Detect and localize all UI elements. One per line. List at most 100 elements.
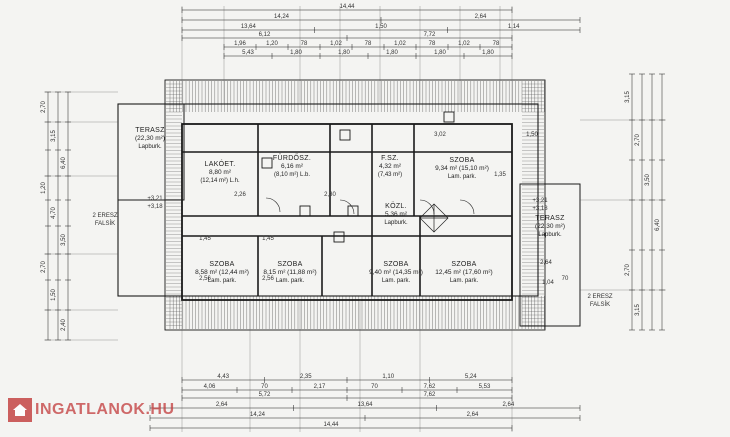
inner-dimension-9: 1,35 [494, 172, 506, 178]
dim-bottom-row1-label-2: 1,10 [382, 374, 394, 380]
dim-bottom-row1-label-1: 2,35 [300, 374, 312, 380]
wall-plane-label-right: FALSÍK [590, 301, 610, 308]
dim-bottom-row3-label-1: 7,62 [424, 392, 436, 398]
dim-bottom-row2-label-5: 5,53 [479, 384, 491, 390]
dim-left-label-1: 3,15 [51, 130, 57, 142]
dim-top-row5-label-8: 78 [493, 41, 500, 47]
room-name-szoba-3: SZOBA [383, 261, 408, 268]
room-name-terasz-right: TERASZ [535, 215, 565, 222]
room-area-furdo: 6,16 m² [281, 163, 304, 170]
column-square [339, 129, 351, 141]
dim-top-row3-label-0: 13,64 [241, 24, 257, 30]
inner-dimension-8: 1,50 [526, 132, 538, 138]
dim-bottom-row6-label-0: 14,44 [323, 422, 339, 428]
room-area-fsz: 4,32 m² [379, 163, 402, 170]
door-swing [339, 199, 355, 215]
room-name-szoba-2: SZOBA [277, 261, 302, 268]
room-floor-szoba-4: Lam. park. [450, 278, 479, 284]
inner-dimension-4: 2,56 [262, 276, 274, 282]
room-name-szoba-4: SZOBA [451, 261, 476, 268]
inner-dimension-5: 2,30 [324, 192, 336, 198]
dim-top-row5-label-2: 78 [301, 41, 308, 47]
inner-dimension-0: 1,45 [199, 236, 211, 242]
room-floor-terasz-left: Lapburk. [138, 144, 162, 150]
dim-bottom-row2-label-0: 4,06 [204, 384, 216, 390]
room-floor-kozl: Lapburk. [384, 220, 408, 226]
room-floor-lakoet: (12,14 m²) L.h. [200, 178, 240, 184]
level-mark-left-2: +3,18 [147, 204, 163, 210]
stair-skylight [419, 203, 449, 233]
room-floor-szoba-2: Lam. park. [276, 278, 305, 284]
dim-left-label-0: 2,70 [41, 101, 47, 113]
dim-bottom-row4-label-0: 2,64 [216, 402, 228, 408]
terrace-right-outline [519, 183, 581, 327]
column-square [347, 205, 359, 217]
inner-dimension-1: 2,26 [234, 192, 246, 198]
dim-right-label-3: 6,40 [655, 219, 661, 231]
room-floor-furdo: (8,10 m²) L.b. [274, 172, 310, 178]
dim-bottom-row2-label-2: 2,17 [314, 384, 326, 390]
level-mark-right-2: +3,18 [532, 206, 548, 212]
wall-plane-label-left: FALSÍK [95, 220, 115, 227]
column-square [333, 231, 345, 243]
dim-top-row6-label-0: 5,43 [242, 50, 254, 56]
eaves-label-left: 2 ERESZ [92, 213, 117, 219]
dim-bottom-row4-label-2: 2,64 [502, 402, 514, 408]
dim-right-label-4: 2,70 [625, 264, 631, 276]
dim-left-label-4: 4,70 [51, 207, 57, 219]
room-area-szoba-3: 9,40 m² (14,35 m²) [369, 269, 423, 276]
dim-left-label-7: 1,50 [51, 289, 57, 301]
dim-top-row4-label-0: 6,12 [259, 32, 271, 38]
dim-bottom-row3-label-0: 5,72 [259, 392, 271, 398]
dim-top-row4-label-1: 7,72 [424, 32, 436, 38]
dim-top-row6-label-1: 1,80 [290, 50, 302, 56]
dim-bottom-row2-label-4: 7,62 [424, 384, 436, 390]
dim-right-label-2: 3,50 [645, 174, 651, 186]
dim-right-label-5: 3,15 [635, 304, 641, 316]
dim-top-row2-label-1: 2,64 [475, 14, 487, 20]
watermark: INGATLANOK.HU [8, 396, 175, 424]
dim-right-label-1: 2,70 [635, 134, 641, 146]
dim-top-row1-label-0: 14,44 [339, 4, 355, 10]
inner-dimension-2: 1,45 [262, 236, 274, 242]
dim-top-row3-label-2: 1,14 [508, 24, 520, 30]
room-name-furdo: FÜRDŐSZ. [273, 153, 311, 162]
room-area-szoba-tr: 9,34 m² (15,10 m²) [435, 165, 489, 172]
column-square [261, 157, 273, 169]
room-area-terasz-right: (22,30 m²) [535, 223, 565, 230]
room-floor-fsz: (7,43 m²) [378, 172, 402, 178]
dim-top-row6-label-5: 1,80 [482, 50, 494, 56]
dim-bottom-row4-label-1: 13,64 [357, 402, 373, 408]
room-name-szoba-tr: SZOBA [449, 157, 474, 164]
level-mark-left: +3,21 [147, 196, 163, 202]
room-floor-terasz-right: Lapburk. [538, 232, 562, 238]
dim-top-row5-label-1: 1,20 [266, 41, 278, 47]
dim-top-row3-label-1: 1,50 [375, 24, 387, 30]
door-swing [265, 197, 281, 213]
dim-bottom-row1-label-0: 4,43 [217, 374, 229, 380]
dim-bottom-row5-label-0: 14,24 [250, 412, 266, 418]
dim-top-row5-label-5: 1,02 [394, 41, 406, 47]
dim-top-row2-label-0: 14,24 [274, 14, 290, 20]
room-area-szoba-2: 8,15 m² (11,88 m²) [263, 269, 316, 276]
roof-outline [164, 79, 546, 331]
room-floor-szoba-tr: Lam. park. [448, 174, 477, 180]
dim-left-label-6: 2,70 [41, 261, 47, 273]
room-floor-szoba-1: Lam. park. [208, 278, 237, 284]
dim-bottom-row5-label-1: 2,64 [467, 412, 479, 418]
column-square [443, 111, 455, 123]
house-logo-icon [8, 398, 32, 422]
door-swing [459, 199, 475, 215]
watermark-text: INGATLANOK.HU [35, 401, 175, 418]
dim-top-row5-label-4: 78 [365, 41, 372, 47]
dim-left-label-5: 3,50 [61, 234, 67, 246]
door-swing [419, 199, 435, 215]
dim-top-row5-label-6: 78 [429, 41, 436, 47]
dim-top-row6-label-2: 1,80 [338, 50, 350, 56]
room-name-terasz-left: TERASZ [135, 127, 165, 134]
dim-top-row5-label-3: 1,02 [330, 41, 342, 47]
dim-top-row5-label-7: 1,02 [458, 41, 470, 47]
dim-left-label-2: 6,40 [61, 157, 67, 169]
